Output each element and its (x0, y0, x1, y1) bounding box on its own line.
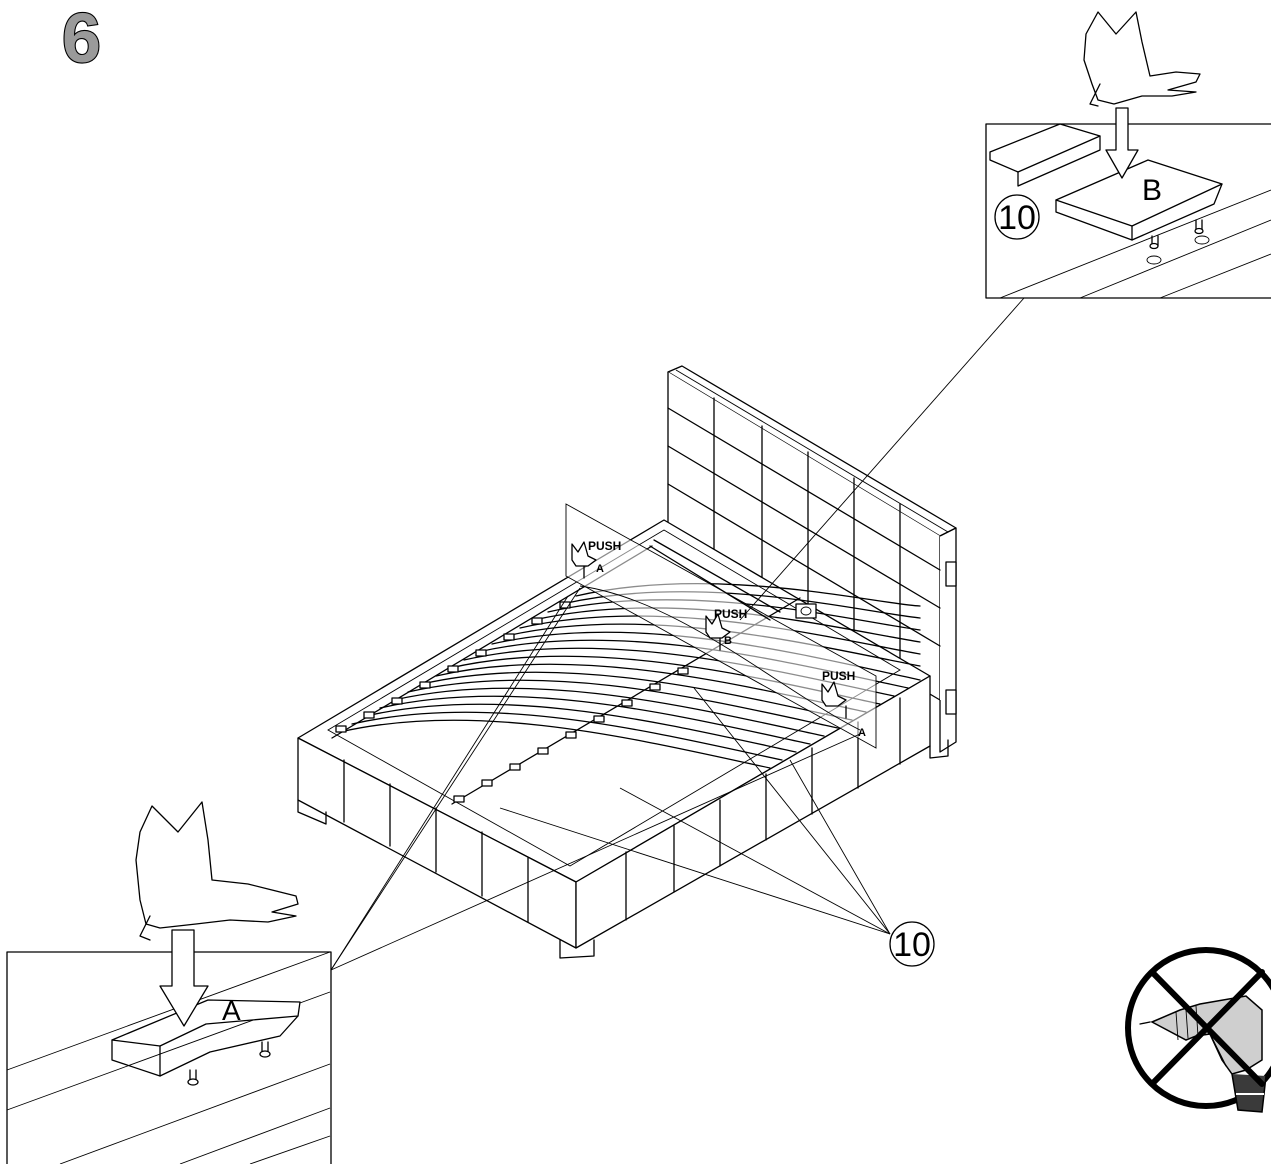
part-number-label-top: 10 (998, 199, 1036, 237)
part-number-circle-top (994, 194, 1040, 240)
detail-b-panel: B 10 (985, 107, 1271, 299)
push-label-3: PUSH (822, 669, 855, 683)
push-label-1: PUSH (588, 539, 621, 553)
bed-frame-illustration: PUSH PUSH PUSH A B A (297, 365, 957, 959)
pressing-hand-icon (1083, 11, 1201, 107)
push-label-2: PUSH (714, 607, 747, 621)
part-number-circle-main (889, 921, 935, 967)
detail-a-label: A (222, 995, 241, 1026)
bed-label-b: B (724, 635, 732, 647)
pressing-hand-icon (135, 801, 299, 941)
leader-lines (330, 297, 1025, 971)
step-number: 6 (62, 0, 101, 77)
bed-label-a-left: A (596, 563, 604, 575)
no-power-drill-icon (1125, 947, 1271, 1113)
part-number-label-main: 10 (893, 926, 931, 964)
detail-b-label: B (1142, 174, 1162, 207)
detail-a-panel: A (6, 929, 332, 1167)
bed-label-a-right: A (858, 727, 866, 739)
